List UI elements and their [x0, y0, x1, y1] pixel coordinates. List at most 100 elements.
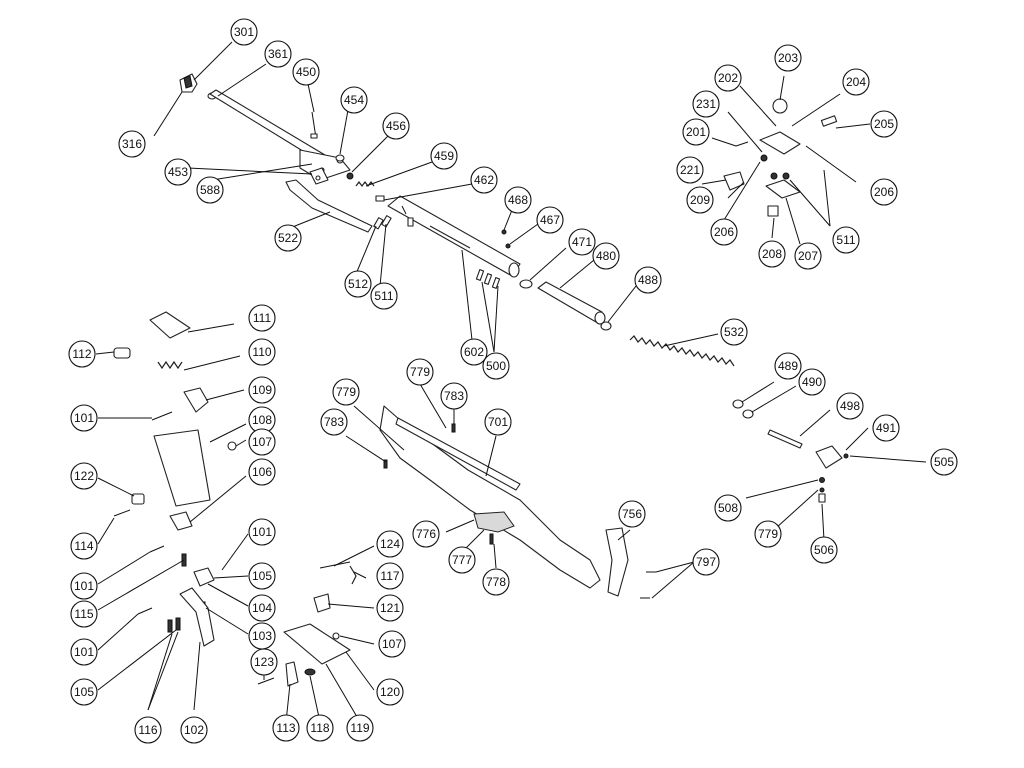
callout-label: 114 [74, 539, 93, 553]
callout-circle [832, 226, 860, 254]
callout-label: 468 [508, 193, 528, 207]
callout-circle [774, 44, 802, 72]
callout-circle [376, 530, 404, 558]
callout-453: 453 [164, 158, 192, 186]
callout-124: 124 [376, 530, 404, 558]
callout-112: 112 [68, 340, 96, 368]
callout-circle [382, 112, 410, 140]
callout-207: 207 [794, 242, 822, 270]
callout-206: 206 [870, 178, 898, 206]
cocking-lever-part [285, 179, 373, 233]
callout-circle [460, 338, 488, 366]
stock-701-part [379, 405, 601, 589]
callout-label: 101 [74, 645, 94, 659]
callout-circle [870, 178, 898, 206]
washer-454-part [335, 154, 345, 162]
callout-221: 221 [676, 156, 704, 184]
callout-circle [292, 58, 320, 86]
washer-489-part [732, 399, 744, 409]
callout-label: 467 [540, 213, 560, 227]
callout-361: 361 [264, 40, 292, 68]
callout-101: 101 [70, 404, 98, 432]
callout-circle [430, 142, 458, 170]
callout-label: 209 [690, 193, 710, 207]
callout-circle [248, 518, 276, 546]
callout-779: 779 [332, 378, 360, 406]
callout-label: 701 [488, 415, 508, 429]
callout-209: 209 [686, 186, 714, 214]
callout-101: 101 [248, 518, 276, 546]
trigger-group [113, 311, 237, 647]
callout-111: 111 [248, 304, 276, 332]
callout-label: 506 [814, 543, 834, 557]
callout-circle [376, 678, 404, 706]
callout-208: 208 [758, 240, 786, 268]
safety-group [257, 561, 357, 687]
callout-circle [448, 546, 476, 574]
callout-label: 121 [380, 601, 400, 615]
front-sight-part [179, 73, 217, 100]
callout-label: 450 [296, 65, 316, 79]
callout-label: 316 [122, 137, 142, 151]
callout-label: 122 [74, 469, 94, 483]
callout-label: 205 [874, 117, 894, 131]
callout-circle [346, 714, 374, 742]
callout-circle [842, 68, 870, 96]
callout-121: 121 [376, 594, 404, 622]
callout-circle [618, 500, 646, 528]
callout-301: 301 [230, 18, 258, 46]
callout-label: 203 [778, 51, 798, 65]
callout-114: 114 [70, 532, 98, 560]
callout-label: 101 [74, 411, 94, 425]
callout-label: 500 [486, 359, 506, 373]
callout-circle [332, 378, 360, 406]
callout-450: 450 [292, 58, 320, 86]
callout-776: 776 [412, 520, 440, 548]
callout-label: 511 [836, 233, 855, 247]
callout-118: 118 [306, 714, 334, 742]
callout-511: 511 [370, 282, 398, 310]
callout-467: 467 [536, 206, 564, 234]
callout-circle [248, 338, 276, 366]
callout-471: 471 [568, 228, 596, 256]
callout-circle [68, 340, 96, 368]
callout-779: 779 [754, 520, 782, 548]
callout-circle [70, 572, 98, 600]
callout-circle [568, 228, 596, 256]
screw-783a-part [383, 459, 388, 469]
callout-201: 201 [682, 118, 710, 146]
callout-label: 110 [252, 345, 271, 359]
callout-label: 208 [762, 247, 782, 261]
callout-circle [264, 40, 292, 68]
callout-circle [634, 266, 662, 294]
callout-108: 108 [248, 406, 276, 434]
callout-circle [682, 118, 710, 146]
callout-204: 204 [842, 68, 870, 96]
pins-500-part [475, 269, 501, 289]
callout-circle [676, 156, 704, 184]
callout-circle [692, 90, 720, 118]
callout-circle [710, 218, 738, 246]
callout-label: 777 [452, 553, 472, 567]
callout-532: 532 [720, 318, 748, 346]
callout-label: 115 [74, 607, 93, 621]
callout-202: 202 [714, 64, 742, 92]
screw-506-part [818, 493, 826, 503]
callout-label: 107 [382, 637, 402, 651]
callout-circle [70, 404, 98, 432]
callout-circle [70, 462, 98, 490]
callout-label: 206 [714, 225, 734, 239]
callout-459: 459 [430, 142, 458, 170]
callout-circle [180, 716, 208, 744]
callout-231: 231 [692, 90, 720, 118]
end-cap-491-part [815, 445, 849, 469]
callout-circle [720, 318, 748, 346]
callout-circle [376, 562, 404, 590]
callout-label: 480 [596, 249, 616, 263]
callout-circle [248, 594, 276, 622]
callout-122: 122 [70, 462, 98, 490]
receiver-tube-part [387, 195, 521, 278]
callout-label: 361 [268, 47, 288, 61]
callout-circle [248, 458, 276, 486]
